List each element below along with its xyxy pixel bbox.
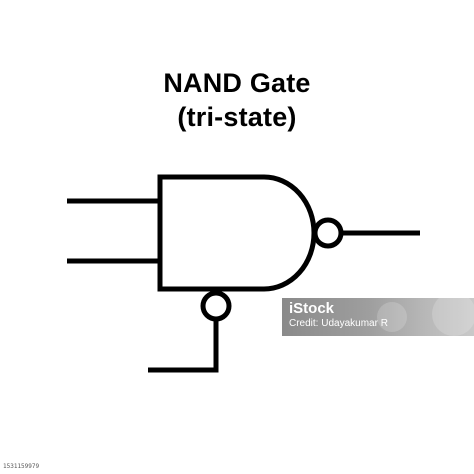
stock-watermark: iStock Credit: Udayakumar R xyxy=(282,298,474,336)
watermark-credit: Credit: Udayakumar R xyxy=(289,318,388,329)
enable-inversion-bubble xyxy=(200,290,232,322)
enable-line xyxy=(148,319,219,373)
output-inversion-bubble xyxy=(312,217,344,249)
stock-image-id: 1531159979 xyxy=(3,463,40,470)
title-block: NAND Gate (tri-state) xyxy=(0,66,474,134)
watermark-logo: iStock xyxy=(289,300,335,317)
diagram-subtitle: (tri-state) xyxy=(177,102,297,132)
watermark-decoration xyxy=(432,298,474,336)
gate-body xyxy=(157,174,317,292)
watermark-decoration xyxy=(377,302,407,332)
diagram-title: NAND Gate xyxy=(163,68,311,98)
